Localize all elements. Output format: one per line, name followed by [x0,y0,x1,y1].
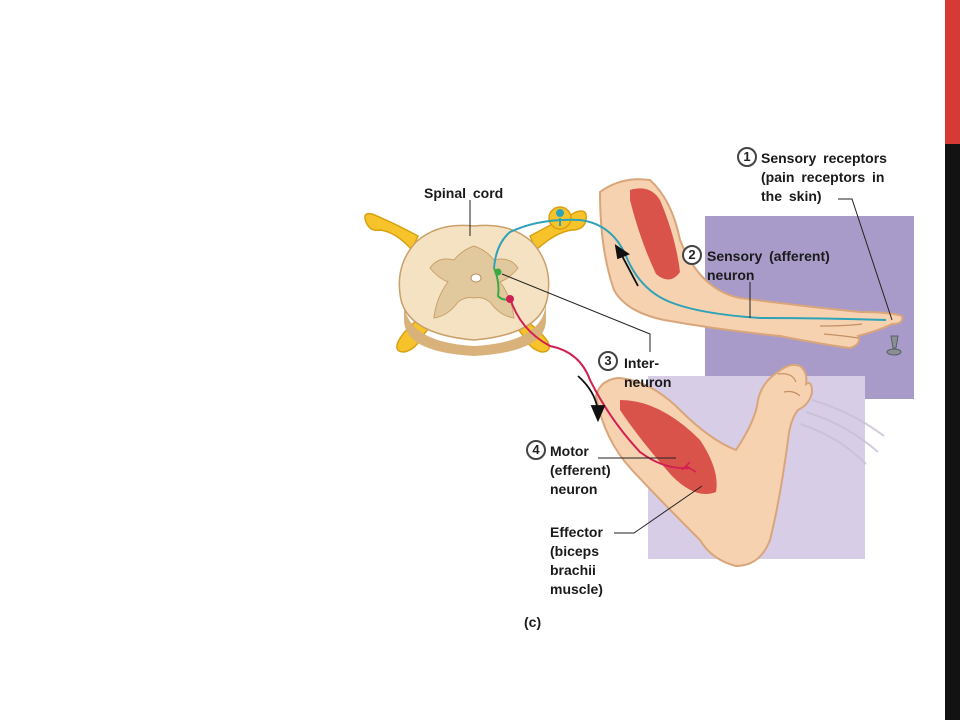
interneuron-label: Inter- neuron [624,355,672,390]
pin-stimulus [886,335,902,356]
side-accent-red-bar [945,0,960,144]
sensory-cell-body [556,209,564,217]
afferent-arrow [619,251,639,287]
effector-label: Effector (biceps brachii muscle) [550,524,603,597]
spinal-cord-shadow [404,300,546,356]
signal-direction-arrows [577,244,639,423]
leader-interneuron [501,273,651,352]
step-2-marker: 2 [682,245,702,265]
finger-lines [819,323,863,339]
motor-cell-body [506,295,514,303]
side-accent-dark-bar [945,144,960,720]
outstretched-arm [598,178,904,350]
leader-lines [469,198,893,534]
sensory-receptors-label: Sensory receptors (pain receptors in the… [761,150,887,204]
motion-streaks [799,399,885,465]
interneuron-cell-body [494,268,502,276]
step-3-marker: 3 [598,351,618,371]
step-4-marker: 4 [526,440,546,460]
step-1-marker: 1 [737,147,757,167]
spinal-cord-section [398,224,550,356]
outstretched-arm-skin [598,178,904,350]
sensory-neuron-label: Sensory (afferent) neuron [707,248,830,283]
motor-neuron-path [509,297,691,470]
leader-sensory-receptors [838,198,893,321]
motor-end-plate [681,461,697,473]
sensory-neuron-path [493,218,887,321]
spinal-cord-label: Spinal cord [424,185,504,201]
central-canal [470,273,482,283]
motor-neuron-label: Motor (efferent) neuron [550,443,611,497]
panel-letter: (c) [524,614,542,630]
outstretched-arm-muscle [630,188,680,280]
hand-detail [777,373,801,397]
leader-effector [614,485,703,534]
